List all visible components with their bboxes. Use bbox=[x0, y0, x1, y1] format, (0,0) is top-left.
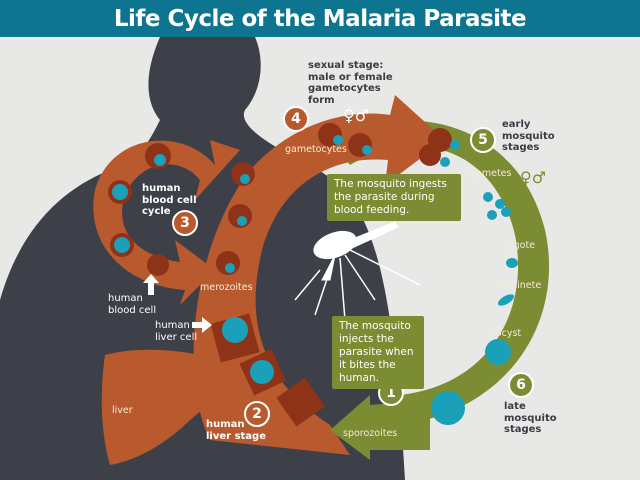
stage-3-label-line: cycle bbox=[142, 206, 171, 217]
stage-3-label: human blood cell cycle bbox=[142, 183, 197, 218]
stage-3-badge: 3 bbox=[172, 210, 198, 236]
pointer-arrows bbox=[143, 274, 212, 333]
stage-5-label-line: early bbox=[502, 119, 531, 130]
human-liver-cell-label-line: liver cell bbox=[155, 331, 198, 343]
human-blood-cell-label: human blood cell bbox=[108, 293, 156, 316]
stage-5-label: early mosquito stages bbox=[502, 119, 555, 154]
gametes-label: gametes bbox=[470, 168, 512, 179]
sporozoite-arrow bbox=[330, 395, 430, 460]
ingest-callout: The mosquito ingests the parasite during… bbox=[327, 174, 461, 221]
stage-5-badge: 5 bbox=[470, 127, 496, 153]
gametocytes-label: gametocytes bbox=[285, 144, 347, 155]
stage-4-label-line: gametocytes bbox=[308, 83, 381, 94]
stage-2-badge: 2 bbox=[244, 401, 270, 427]
stage-6-label: late mosquito stages bbox=[504, 401, 557, 436]
blood-cell-cycle-arrow bbox=[93, 140, 240, 305]
stage-5-label-line: mosquito bbox=[502, 130, 555, 142]
sex-symbols-icon: ♀♂ bbox=[343, 106, 370, 125]
stage-2-label: human liver stage bbox=[206, 419, 266, 442]
human-liver-cell-label: human liver cell bbox=[155, 320, 197, 343]
human-silhouette bbox=[0, 37, 405, 480]
human-blood-cell-label-line: human bbox=[108, 293, 143, 304]
zygote-label: zygote bbox=[503, 240, 536, 251]
stage-4-label-line: male or female bbox=[308, 71, 393, 83]
stage-6-label-line: mosquito bbox=[504, 412, 557, 424]
merozoites-label: merozoites bbox=[200, 282, 253, 293]
stage-3-label-line: human bbox=[142, 183, 181, 194]
stage-3-label-line: blood cell bbox=[142, 194, 197, 206]
stage-4-label: sexual stage: male or female gametocytes… bbox=[308, 60, 393, 106]
human-blood-cell-label-line: blood cell bbox=[108, 304, 157, 316]
liver-shape bbox=[101, 349, 231, 465]
stage-5-label-line: stages bbox=[502, 142, 540, 153]
liver-label: liver bbox=[112, 405, 133, 416]
sporozoites-label: sporozoites bbox=[343, 428, 398, 439]
stage-6-badge: 6 bbox=[508, 372, 534, 398]
stage-2-label-line: human bbox=[206, 419, 245, 430]
stage-6-label-line: late bbox=[504, 401, 526, 412]
stage-4-label-line: sexual stage: bbox=[308, 60, 384, 71]
blood-cells bbox=[108, 123, 518, 427]
human-liver-cell-label-line: human bbox=[155, 320, 190, 331]
oocyst-label: oocyst bbox=[490, 328, 522, 339]
page-title: Life Cycle of the Malaria Parasite bbox=[0, 0, 640, 37]
inject-callout: The mosquito injects the parasite when i… bbox=[332, 316, 424, 389]
stage-2-label-line: liver stage bbox=[206, 430, 266, 442]
sex-symbols-icon-mosquito: ♀♂ bbox=[520, 168, 547, 187]
stage-4-badge: 4 bbox=[283, 106, 309, 132]
mosquito-icon bbox=[294, 221, 421, 321]
ookinete-label: ookinete bbox=[500, 280, 542, 291]
stage-6-label-line: stages bbox=[504, 424, 542, 435]
stage-4-label-line: form bbox=[308, 94, 335, 106]
